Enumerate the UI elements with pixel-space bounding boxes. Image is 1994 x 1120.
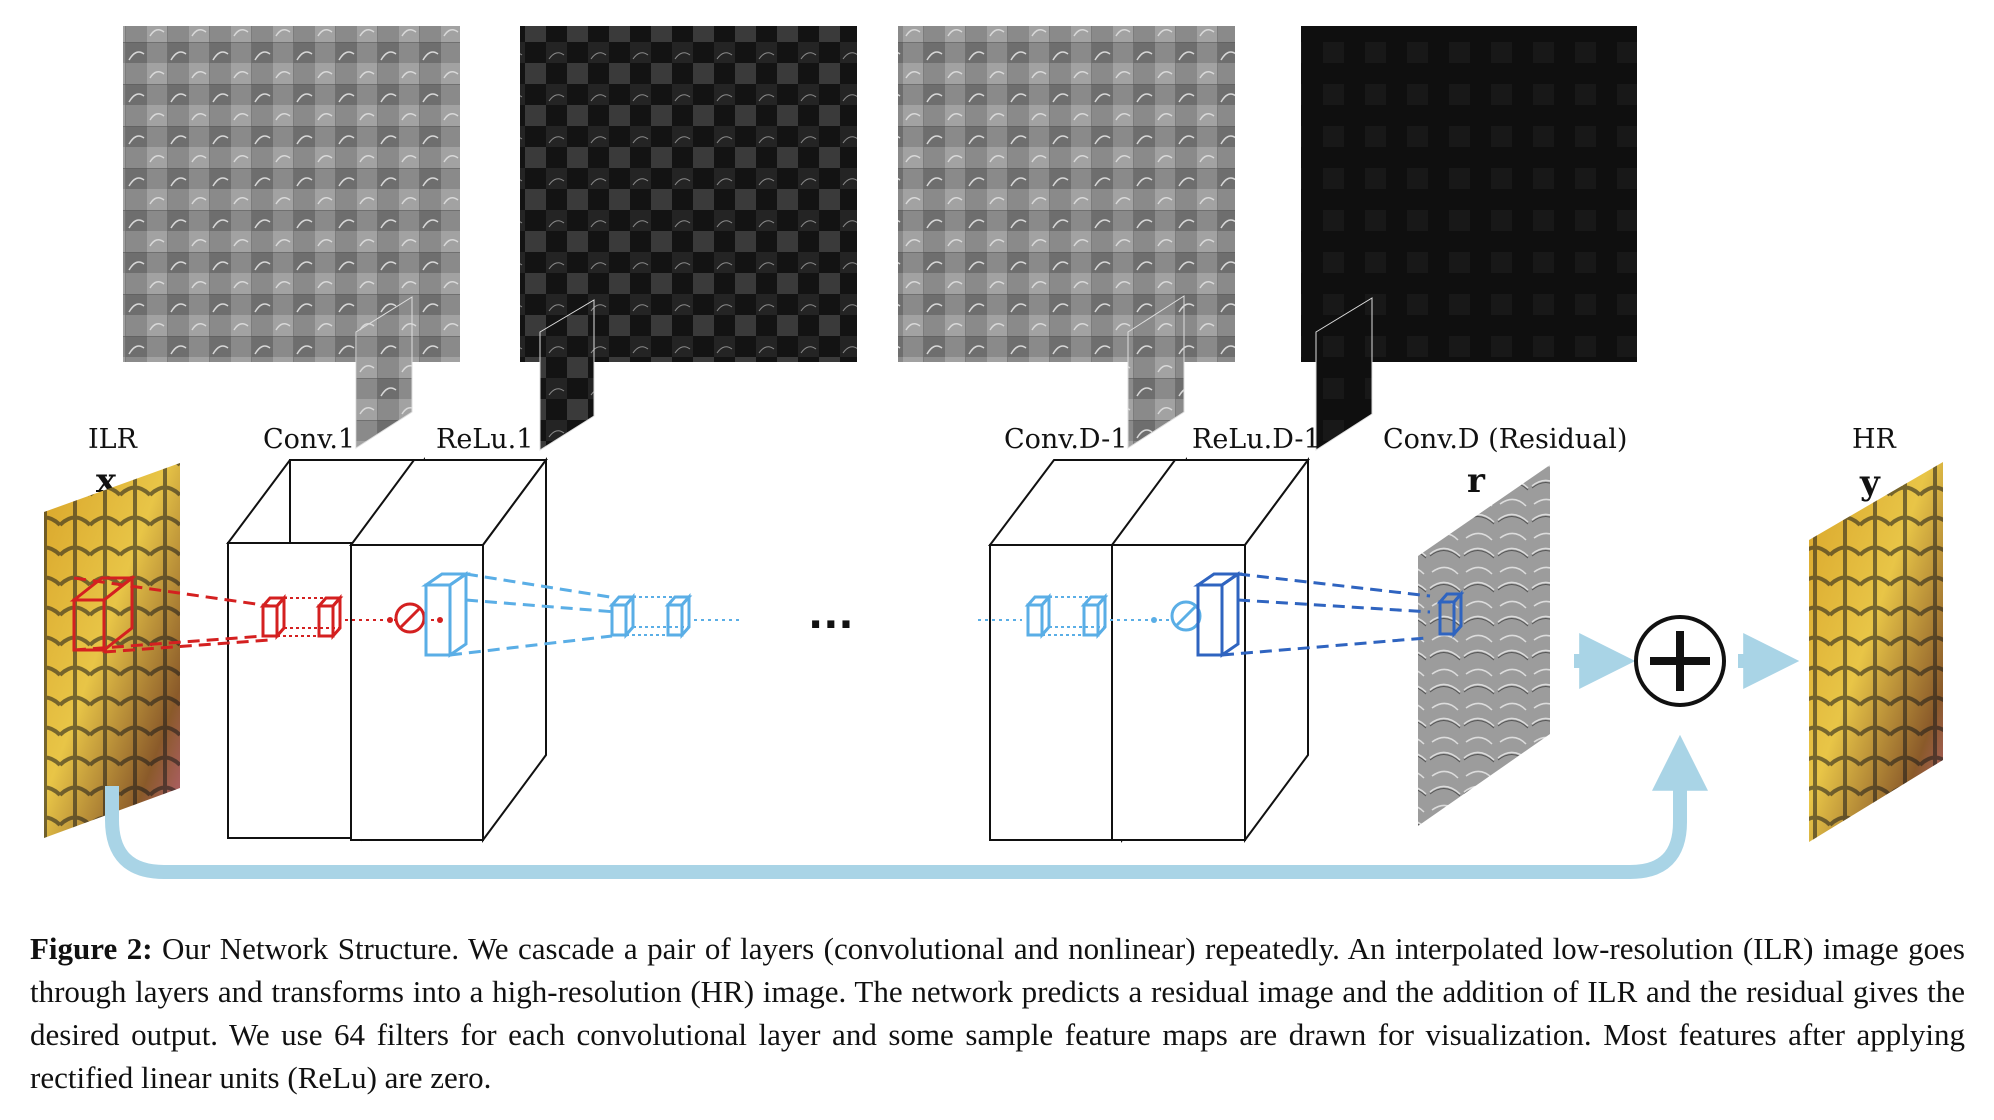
ellipsis: ... bbox=[808, 592, 854, 638]
network-structure-diagram: ILR x Conv.1 ReLu.1 Conv.D-1 ReLu.D-1 Co… bbox=[44, 26, 1943, 879]
thumbnail-conv1 bbox=[355, 296, 413, 449]
label-relu1: ReLu.1 bbox=[436, 424, 533, 455]
skip-connection-arrow bbox=[105, 734, 1708, 879]
label-hr: HR bbox=[1852, 424, 1897, 455]
label-convd1: Conv.D-1 bbox=[1004, 424, 1127, 455]
receptive-field-lightblue bbox=[421, 571, 740, 658]
layer-block-relu1 bbox=[349, 456, 548, 844]
layer-block-relud1 bbox=[1110, 456, 1310, 844]
thumbnail-relu1 bbox=[539, 299, 595, 451]
label-relud1: ReLu.D-1 bbox=[1192, 424, 1321, 455]
thumbnail-convd1 bbox=[1127, 295, 1185, 449]
label-y: y bbox=[1859, 463, 1881, 503]
residual-image bbox=[1418, 465, 1550, 826]
receptive-field-red bbox=[69, 574, 440, 654]
label-r: r bbox=[1467, 461, 1486, 501]
feature-map-relu1 bbox=[520, 26, 857, 362]
receptive-field-lightblue-2 bbox=[978, 593, 1202, 639]
thumbnail-relud1 bbox=[1315, 297, 1373, 451]
feature-map-relud1 bbox=[1301, 26, 1637, 362]
label-ilr: ILR bbox=[88, 424, 138, 455]
label-convd-residual: Conv.D (Residual) bbox=[1383, 424, 1627, 455]
figure-caption: Figure 2: Our Network Structure. We casc… bbox=[30, 927, 1965, 1099]
hr-output-image bbox=[1809, 462, 1943, 842]
caption-label: Figure 2: bbox=[30, 931, 153, 966]
label-conv1: Conv.1 bbox=[263, 424, 355, 455]
caption-text: Our Network Structure. We cascade a pair… bbox=[30, 931, 1965, 1095]
receptive-field-darkblue bbox=[1193, 571, 1465, 658]
sum-node bbox=[1634, 615, 1726, 707]
